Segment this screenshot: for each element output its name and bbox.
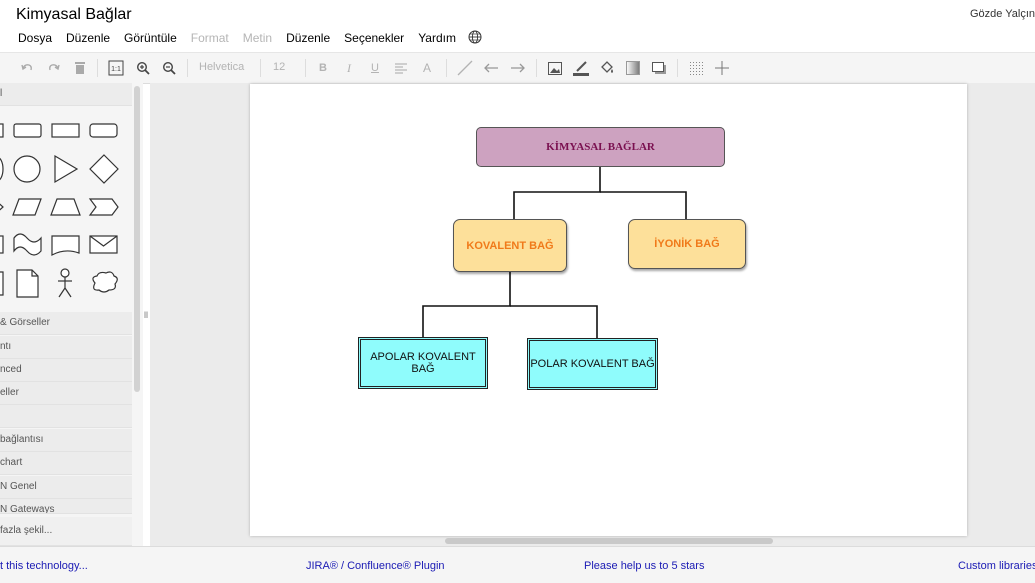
font-color-icon[interactable]: A	[422, 61, 431, 75]
sidebar-section-bpmn-gateways[interactable]: N Gateways	[0, 499, 132, 514]
footer-link-technology[interactable]: t this technology...	[0, 560, 88, 572]
shape-process-partial[interactable]	[0, 235, 4, 254]
more-shapes-link[interactable]: fazla şekil...	[0, 517, 132, 546]
language-globe-icon[interactable]	[468, 30, 482, 44]
sidebar-section-advanced[interactable]: nced	[0, 359, 132, 382]
arrow-left-icon[interactable]	[482, 59, 500, 77]
sidebar-section-blank[interactable]	[0, 405, 132, 428]
shape-palette	[0, 123, 119, 298]
delete-icon[interactable]	[71, 59, 89, 77]
sidebar-section-bpmn-general[interactable]: N Genel	[0, 476, 132, 499]
shape-document[interactable]	[51, 235, 80, 257]
redo-icon[interactable]	[45, 59, 63, 77]
gradient-icon[interactable]	[624, 59, 642, 77]
edge-root-iyonik[interactable]	[600, 191, 687, 219]
arrow-right-icon[interactable]	[509, 59, 527, 77]
shape-diamond[interactable]	[89, 154, 119, 184]
shape-cloud[interactable]	[92, 271, 118, 293]
underline-icon[interactable]: U	[371, 62, 379, 74]
sidebar-section-connectors[interactable]: ntı	[0, 336, 132, 359]
font-family-select[interactable]: Helvetica	[199, 61, 245, 73]
app-header: Kimyasal Bağlar Gözde Yalçın Dosya Düzen…	[0, 0, 1035, 52]
shape-rounded-rect[interactable]	[13, 123, 42, 138]
guides-icon[interactable]	[713, 59, 731, 77]
menu-duzenle-arrange[interactable]: Düzenle	[286, 31, 331, 45]
shape-circle[interactable]	[13, 155, 41, 183]
sidebar-section-models[interactable]: eller	[0, 382, 132, 405]
shadow-icon[interactable]	[650, 59, 668, 77]
sidebar-section-general[interactable]: l	[0, 83, 132, 106]
shape-rectangle[interactable]	[51, 123, 80, 138]
sidebar-section-images[interactable]: & Görseller	[0, 312, 132, 335]
shape-ellipse-partial[interactable]	[0, 157, 4, 181]
document-title[interactable]: Kimyasal Bağlar	[16, 6, 132, 23]
italic-icon[interactable]: I	[347, 60, 351, 75]
shape-partial-left[interactable]	[0, 271, 4, 296]
menu-yardim[interactable]: Yardım	[418, 31, 456, 45]
align-icon[interactable]	[392, 59, 410, 77]
user-name[interactable]: Gözde Yalçın	[969, 8, 1035, 20]
bold-icon[interactable]: B	[319, 62, 327, 74]
shape-note[interactable]	[16, 269, 39, 298]
node-kovalent-bag[interactable]: KOVALENT BAĞ	[453, 219, 567, 272]
shape-text-rect[interactable]	[89, 123, 118, 138]
node-polar-kovalent-bag[interactable]: POLAR KOVALENT BAĞ	[527, 338, 658, 390]
menu-format[interactable]: Format	[190, 31, 229, 45]
footer-link-jira-plugin[interactable]: JIRA® / Confluence® Plugin	[306, 560, 445, 572]
line-icon[interactable]	[456, 59, 474, 77]
shape-message[interactable]	[89, 235, 118, 254]
edge-kovalent-apolar[interactable]	[422, 272, 511, 337]
footer-link-custom-libraries[interactable]: Custom libraries	[958, 560, 1035, 572]
shape-trapezoid[interactable]	[50, 198, 81, 216]
zoom-in-icon[interactable]	[134, 59, 152, 77]
image-icon[interactable]	[546, 59, 564, 77]
line-color-icon[interactable]	[572, 59, 590, 77]
shape-step[interactable]	[88, 198, 119, 216]
sidebar-section-flowchart[interactable]: chart	[0, 452, 132, 475]
shape-tape[interactable]	[13, 233, 42, 256]
fill-color-icon[interactable]	[598, 59, 616, 77]
font-size-input[interactable]: 12	[273, 61, 286, 73]
sidebar-splitter-handle[interactable]: ll	[144, 310, 148, 320]
undo-icon[interactable]	[18, 59, 36, 77]
sidebar-scrollbar[interactable]	[134, 86, 140, 392]
horizontal-scrollbar[interactable]	[445, 538, 773, 544]
actual-size-icon[interactable]: 1:1	[107, 59, 125, 77]
node-kimyasal-baglar[interactable]: KİMYASAL BAĞLAR	[476, 127, 725, 167]
shape-rect-partial[interactable]	[0, 123, 4, 138]
menu-metin[interactable]: Metin	[242, 31, 273, 45]
svg-text:1:1: 1:1	[111, 66, 121, 73]
shape-parallelogram[interactable]	[12, 198, 42, 216]
grid-icon[interactable]	[687, 59, 705, 77]
footer-link-rate-stars[interactable]: Please help us to 5 stars	[584, 560, 705, 572]
shape-triangle[interactable]	[54, 154, 79, 184]
edge-root-kovalent[interactable]	[513, 167, 601, 219]
menu-dosya[interactable]: Dosya	[18, 31, 53, 45]
shape-message-flap	[89, 235, 118, 247]
edge-kovalent-polar[interactable]	[510, 305, 598, 338]
menu-duzenle[interactable]: Düzenle	[66, 31, 111, 45]
zoom-out-icon[interactable]	[160, 59, 178, 77]
sidebar-section-connections[interactable]: bağlantısı	[0, 429, 132, 452]
menu-bar: Dosya Düzenle Görüntüle Format Metin Düz…	[18, 30, 482, 47]
menu-secenekler[interactable]: Seçenekler	[344, 31, 405, 45]
node-apolar-kovalent-bag[interactable]: APOLAR KOVALENT BAĞ	[358, 337, 488, 389]
node-iyonik-bag[interactable]: İYONİK BAĞ	[628, 219, 746, 269]
shape-hexagon-partial[interactable]	[0, 199, 4, 215]
footer-bar: t this technology... JIRA® / Confluence®…	[0, 546, 1035, 583]
menu-goruntule[interactable]: Görüntüle	[124, 31, 177, 45]
